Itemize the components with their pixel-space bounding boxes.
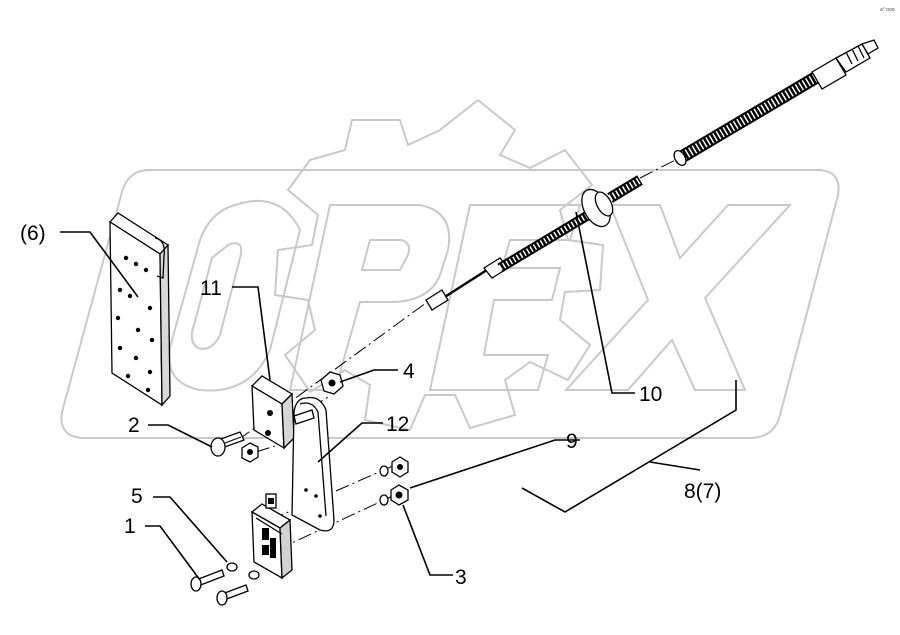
part-6-mounting-plate [109,212,171,407]
callout-12: 12 [386,413,409,436]
part-5-washer [226,562,260,580]
callout-9: 9 [566,430,578,453]
callout-3: 3 [455,566,467,589]
callout-4: 4 [403,360,415,383]
callout-6: (6) [20,222,46,245]
callout-2: 2 [128,414,140,437]
callout-1: 1 [124,515,136,538]
part-3-nut [390,484,409,506]
leader-lines [60,211,701,581]
part-4-nut [320,371,344,395]
switch-base-plate [250,493,293,580]
group-bracket-8 [521,380,737,513]
callout-labels: (6) 11 4 2 12 9 10 8(7) 5 1 3 [20,222,721,589]
bracket-nut [241,442,259,463]
watermark-logo [60,98,840,439]
callout-11: 11 [200,277,222,300]
callout-5: 5 [131,485,143,508]
part-11-bracket [250,375,295,450]
callout-10: 10 [639,383,662,406]
part-9-washers [379,456,409,506]
callout-8: 8(7) [684,480,721,503]
part-1-screws [190,569,249,606]
part-2-bolt [210,431,245,457]
corner-code: a° ooo [880,7,895,13]
part-12-lever [291,396,335,532]
part-10-bowden-cable [425,39,879,311]
